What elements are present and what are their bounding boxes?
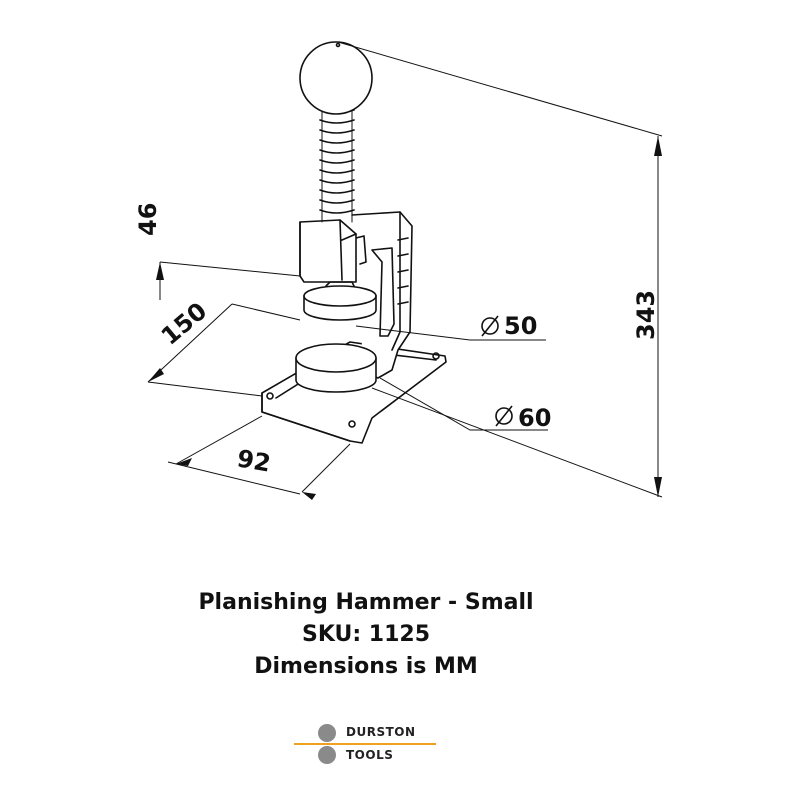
- logo-accent-line: [294, 743, 436, 745]
- technical-drawing: 46 150 92 50 60 343: [134, 41, 663, 500]
- logo-dot-icon: [318, 724, 336, 742]
- product-sku: SKU: 1125: [301, 622, 431, 647]
- dim-50-label: 50: [504, 312, 537, 340]
- frame-column: [351, 211, 413, 379]
- dim-60-label: 60: [518, 404, 551, 432]
- dim-343-label: 343: [632, 290, 660, 340]
- head-box: [299, 219, 357, 283]
- spring: [319, 99, 355, 223]
- dim-46-label: 46: [134, 203, 162, 236]
- lower-die: [295, 343, 377, 393]
- units-note: Dimensions is MM: [254, 654, 478, 679]
- logo-dot-icon: [318, 746, 336, 764]
- dim-150-label: 150: [156, 297, 212, 351]
- knob: [299, 41, 373, 115]
- product-name: Planishing Hammer - Small: [198, 590, 534, 615]
- logo-word-durston: DURSTON: [346, 725, 416, 739]
- durston-tools-logo: DURSTON TOOLS: [290, 718, 440, 768]
- upper-die: [303, 281, 377, 321]
- dimension-arrows: [148, 136, 662, 500]
- logo-word-tools: TOOLS: [346, 748, 394, 762]
- dimension-lines: [147, 41, 663, 498]
- dim-92-label: 92: [235, 444, 273, 477]
- diameter-symbols: [481, 315, 513, 427]
